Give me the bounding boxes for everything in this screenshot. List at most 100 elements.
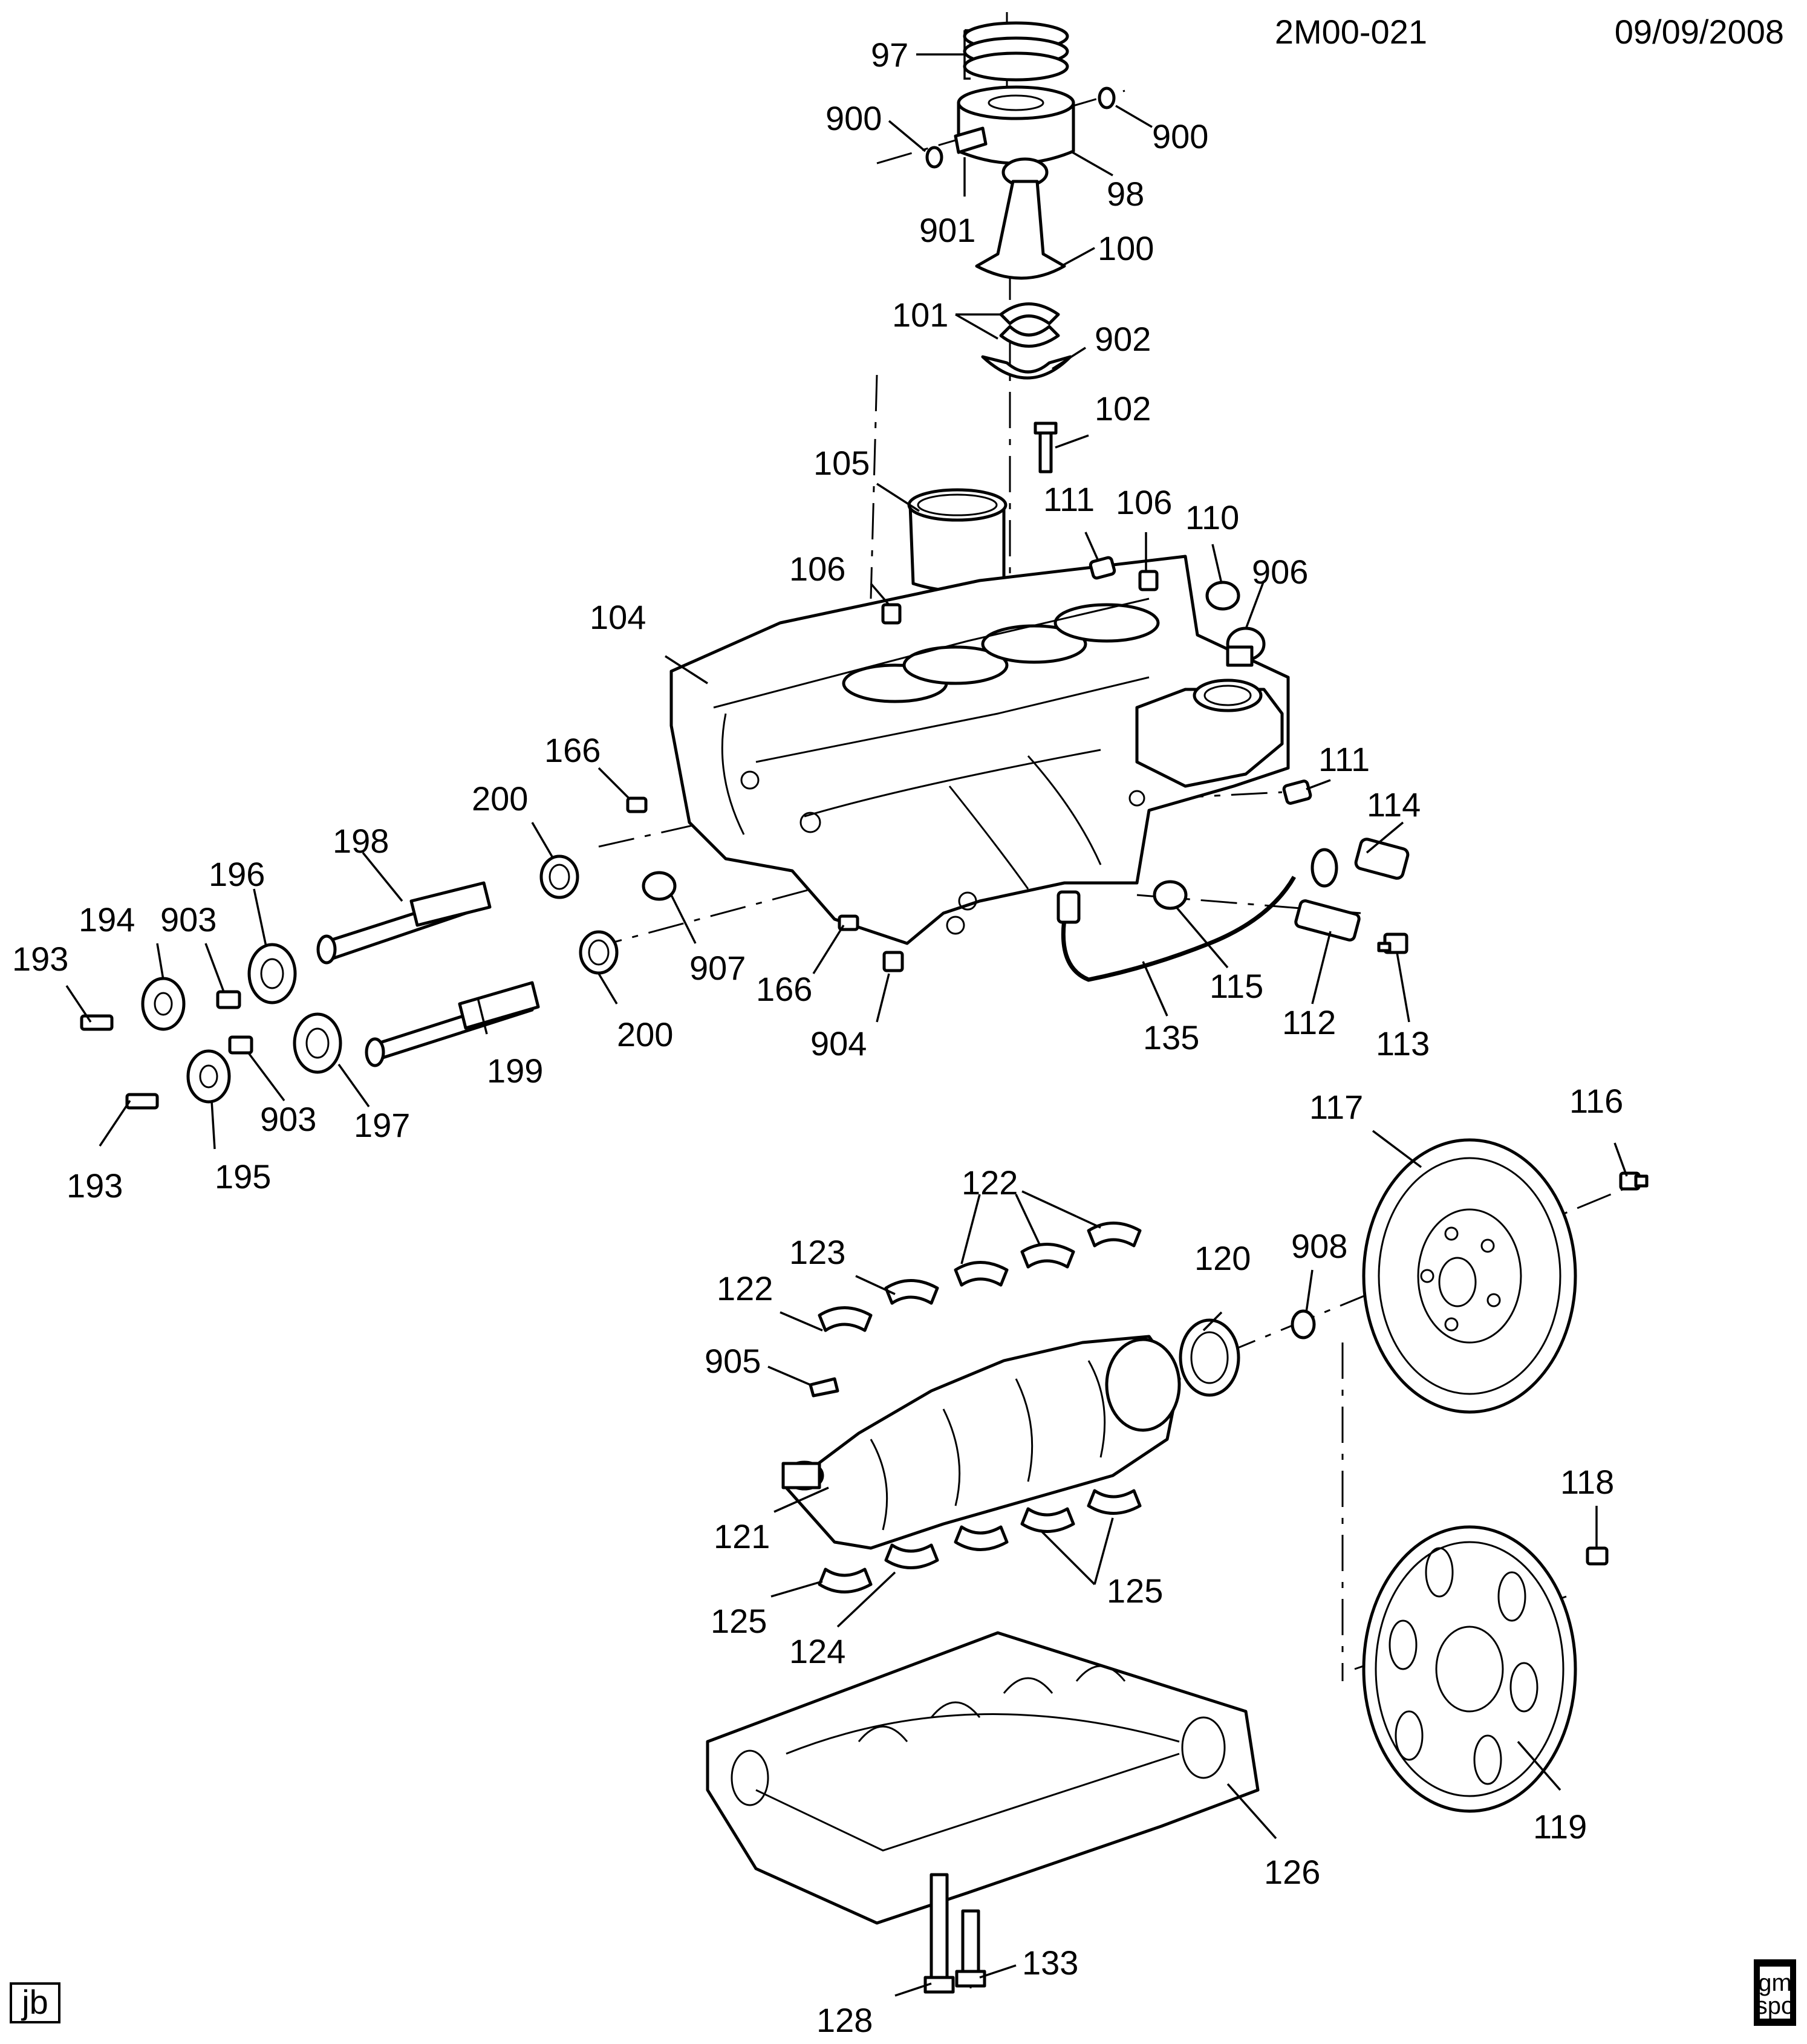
- crankshaft: [781, 1335, 1181, 1550]
- plug-110: [1205, 581, 1240, 611]
- callout-193-lower: 193: [67, 1167, 123, 1205]
- rod-bearing-upper: [999, 302, 1060, 325]
- callout-900-left: 900: [825, 99, 882, 137]
- piston-rings: [963, 21, 1069, 82]
- bolt-193-lower: [125, 1093, 159, 1110]
- gear-196: [247, 943, 297, 1004]
- callout-111-top: 111: [1043, 480, 1095, 518]
- callout-123: 123: [789, 1233, 845, 1271]
- sprocket-194: [141, 977, 186, 1031]
- lower-crankcase: [706, 1631, 1260, 1925]
- callout-196: 196: [209, 855, 265, 893]
- piston: [957, 85, 1075, 165]
- cylinder-liner: [907, 488, 1008, 593]
- callout-111-right: 111: [1318, 740, 1370, 778]
- author-initials: jb: [21, 1983, 48, 2021]
- sprocket-195: [186, 1049, 231, 1104]
- gm-spo-logo: gm spo: [1754, 1959, 1796, 2026]
- callout-903-upper: 903: [160, 900, 217, 939]
- piston-pin: [954, 126, 988, 154]
- callout-112: 112: [1282, 1003, 1336, 1041]
- sensor-114: [1310, 838, 1410, 888]
- callout-907: 907: [689, 949, 746, 987]
- callout-908: 908: [1291, 1227, 1347, 1265]
- pilot-bushing-908: [1291, 1309, 1316, 1339]
- rod-cap-bolt: [1034, 421, 1058, 474]
- callout-197: 197: [354, 1106, 410, 1144]
- callout-902: 902: [1095, 320, 1151, 358]
- plug-906: [1226, 627, 1266, 667]
- bolt-193-upper: [80, 1014, 114, 1031]
- flywheel: [1362, 1138, 1577, 1414]
- bearing-200-lower: [579, 930, 619, 975]
- callout-126: 126: [1264, 1853, 1320, 1891]
- connecting-rod: [975, 157, 1066, 280]
- plug-111-right: [1282, 780, 1312, 805]
- callout-125-left: 125: [711, 1602, 767, 1640]
- callout-198: 198: [333, 822, 389, 860]
- callout-125-right: 125: [1107, 1572, 1163, 1610]
- sensor-112: [1294, 899, 1361, 942]
- bolt-133: [955, 1909, 986, 1988]
- rod-cap: [981, 355, 1072, 380]
- callout-122-left: 122: [717, 1269, 773, 1307]
- flexplate-bolt-118: [1586, 1546, 1609, 1566]
- callout-122-top: 122: [962, 1164, 1018, 1202]
- callout-105: 105: [813, 444, 870, 482]
- callout-194: 194: [79, 900, 135, 939]
- callout-200-lower: 200: [617, 1015, 673, 1053]
- callout-906: 906: [1252, 553, 1308, 591]
- balance-shaft-199: [365, 981, 540, 1067]
- cylinder-block: [669, 555, 1290, 945]
- callout-124: 124: [789, 1632, 845, 1670]
- diagram-id: 2M00-021: [1275, 13, 1427, 51]
- callout-101: 101: [892, 296, 948, 334]
- callout-121: 121: [714, 1517, 770, 1555]
- wiring-harness-135: [1057, 876, 1297, 982]
- crank-key-905: [809, 1377, 839, 1398]
- callout-114: 114: [1367, 786, 1421, 824]
- callout-115: 115: [1210, 967, 1263, 1005]
- author-initials-box: jb: [10, 1982, 60, 2023]
- diagram-date: 09/09/2008: [1615, 13, 1784, 51]
- callout-905: 905: [705, 1342, 761, 1380]
- bolt-128: [923, 1873, 955, 1994]
- callout-166-upper: 166: [544, 731, 601, 769]
- callout-116: 116: [1569, 1082, 1623, 1120]
- sensor-115: [1153, 880, 1188, 910]
- callout-901: 901: [919, 211, 975, 249]
- callout-120: 120: [1194, 1239, 1251, 1277]
- flexplate: [1362, 1525, 1577, 1813]
- leader-lines: [65, 29, 1628, 1997]
- callout-119: 119: [1533, 1808, 1587, 1846]
- callout-110: 110: [1185, 498, 1239, 536]
- callout-195: 195: [215, 1157, 271, 1196]
- callout-900-right: 900: [1152, 117, 1208, 155]
- callout-97: 97: [871, 36, 908, 74]
- callout-199: 199: [487, 1052, 543, 1090]
- callout-98: 98: [1107, 175, 1144, 213]
- callout-135: 135: [1143, 1018, 1199, 1056]
- bolt-113: [1377, 932, 1408, 954]
- callout-118: 118: [1560, 1463, 1614, 1501]
- callout-102: 102: [1095, 389, 1151, 428]
- callout-labels: 97 900 900 98 901 100 101 902 102 105 11…: [12, 36, 1623, 2039]
- flywheel-bolt-116: [1619, 1171, 1649, 1191]
- callout-113: 113: [1376, 1024, 1430, 1063]
- callout-904: 904: [810, 1024, 867, 1063]
- bolt-903-lower: [228, 1035, 253, 1055]
- callout-100: 100: [1098, 229, 1154, 267]
- callout-133: 133: [1022, 1944, 1078, 1982]
- gear-197: [293, 1012, 342, 1074]
- callout-117: 117: [1309, 1088, 1363, 1126]
- plug-907: [642, 871, 677, 901]
- crank-seal-120: [1179, 1318, 1240, 1397]
- logo-bottom-text: spo: [1756, 1993, 1795, 2019]
- bearing-200-upper: [539, 854, 579, 899]
- callout-903-lower: 903: [260, 1100, 316, 1138]
- plug-111-top: [1089, 556, 1116, 580]
- balance-shaft-198: [316, 881, 492, 965]
- callout-106-right: 106: [1116, 483, 1172, 521]
- dowel-pin-106-left: [881, 603, 902, 625]
